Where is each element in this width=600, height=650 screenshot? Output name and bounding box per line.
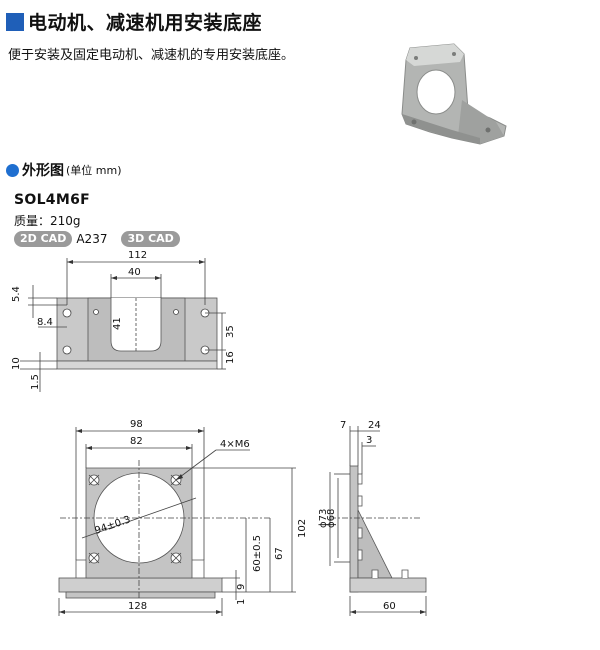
side-dim-7: 7 bbox=[340, 420, 346, 431]
front-dim-98: 98 bbox=[130, 419, 143, 430]
top-dim-112: 112 bbox=[128, 250, 147, 261]
cad-2d-code: A237 bbox=[76, 232, 108, 246]
front-dim-1: 1 bbox=[236, 599, 247, 605]
top-dim-1-5: 1.5 bbox=[30, 374, 41, 390]
cad-3d-button[interactable]: 3D CAD bbox=[121, 231, 180, 247]
top-dim-8-4: 8.4 bbox=[37, 317, 53, 328]
front-dim-9: 9 bbox=[236, 584, 247, 590]
side-dim-24: 24 bbox=[368, 420, 381, 431]
top-dim-16: 16 bbox=[225, 351, 236, 364]
front-dim-4xm6: 4×M6 bbox=[220, 439, 250, 450]
section-heading: 外形图 (单位 mm) bbox=[6, 160, 122, 180]
top-dim-5-4: 5.4 bbox=[11, 286, 22, 302]
side-dim-3: 3 bbox=[366, 435, 372, 446]
page-title: 电动机、减速机用安装底座 bbox=[28, 12, 263, 34]
top-view-drawing: 112 40 41 5.4 8.4 35 16 10 1.5 bbox=[11, 250, 236, 392]
side-dim-73: ϕ73 bbox=[318, 509, 329, 528]
side-dim-68: ϕ68 bbox=[326, 509, 337, 528]
front-dim-102: 102 bbox=[297, 519, 308, 538]
section-title: 外形图 bbox=[22, 163, 64, 179]
side-dim-60: 60 bbox=[383, 601, 396, 612]
front-dim-128: 128 bbox=[128, 601, 147, 612]
section-bullet-icon bbox=[6, 163, 19, 177]
front-dim-67: 67 bbox=[274, 547, 285, 560]
front-view-drawing: 98 82 4×M6 94±0.3 60±0.5 67 102 9 1 128 bbox=[58, 419, 308, 616]
section-unit: (单位 mm) bbox=[66, 164, 122, 177]
cad-2d-button[interactable]: 2D CAD bbox=[14, 231, 73, 247]
page-description: 便于安装及固定电动机、减速机的专用安装底座。 bbox=[8, 48, 295, 63]
front-dim-60: 60±0.5 bbox=[252, 535, 263, 572]
page-title-row: 电动机、减速机用安装底座 bbox=[6, 8, 262, 35]
title-marker-icon bbox=[6, 12, 24, 31]
side-view-drawing: 7 24 3 ϕ73 ϕ68 60 bbox=[318, 420, 427, 616]
front-dim-82: 82 bbox=[130, 436, 143, 447]
model-number: SOL4M6F bbox=[14, 192, 90, 208]
top-dim-41: 41 bbox=[112, 317, 123, 330]
top-dim-35: 35 bbox=[225, 325, 236, 338]
top-dim-10: 10 bbox=[11, 357, 22, 370]
cad-links: 2D CAD A237 3D CAD bbox=[14, 231, 180, 247]
product-photo bbox=[401, 43, 507, 145]
product-mass: 质量：210g bbox=[14, 214, 81, 228]
top-dim-40: 40 bbox=[128, 267, 141, 278]
